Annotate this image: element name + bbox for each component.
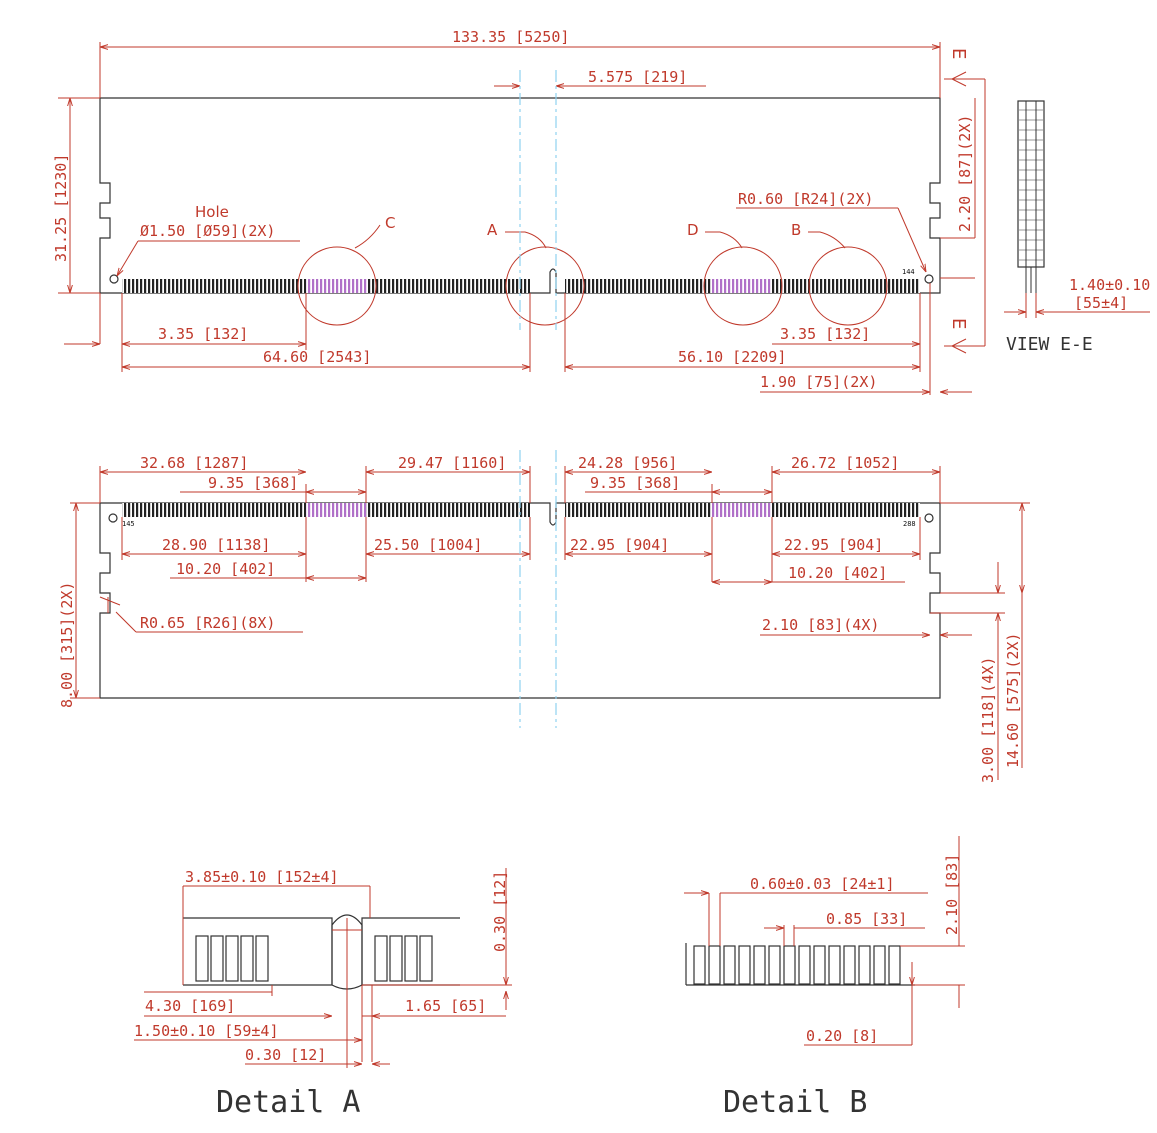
bottom-view: 145 288 32.68 [1287] 29.47 [1160] 24.28 … bbox=[58, 450, 1030, 783]
dim-right-to-key: 56.10 [2209] bbox=[678, 348, 786, 366]
dim-bottom-side-width: 2.10 [83](4X) bbox=[762, 616, 879, 634]
dim-bottom-l: 10.20 [402] bbox=[788, 564, 887, 582]
detail-a-slot: 1.50±0.10 [59±4] bbox=[134, 1022, 279, 1040]
detail-a: 3.85±0.10 [152±4] 0.30 [12] 4.30 [169] 1… bbox=[134, 868, 512, 1120]
detail-b-pitch: 0.85 [33] bbox=[826, 910, 907, 928]
dim-bottom-f: 9.35 [368] bbox=[590, 474, 680, 492]
dim-bottom-k: 10.20 [402] bbox=[176, 560, 275, 578]
detail-b-height: 2.10 [83] bbox=[943, 854, 961, 935]
detail-b-title: Detail B bbox=[723, 1085, 868, 1120]
dim-height: 31.25 [1230] bbox=[52, 154, 70, 262]
dim-bottom-h: 25.50 [1004] bbox=[374, 536, 482, 554]
detail-a-height: 0.30 [12] bbox=[491, 871, 509, 952]
bottom-hole-left bbox=[108, 513, 118, 523]
detail-a-left: 4.30 [169] bbox=[145, 997, 235, 1015]
dim-left-to-key: 64.60 [2543] bbox=[263, 348, 371, 366]
dim-bottom-c: 24.28 [956] bbox=[578, 454, 677, 472]
dim-bottom-radius: R0.65 [R26](8X) bbox=[140, 614, 275, 632]
detail-a-outline bbox=[183, 917, 460, 990]
bottom-pin-end-label: 288 bbox=[903, 520, 916, 528]
section-mark-bottom: E bbox=[948, 318, 969, 329]
top-pin-end-label: 144 bbox=[902, 268, 915, 276]
top-module-outline bbox=[99, 97, 941, 294]
top-pin-highlight-left bbox=[306, 279, 368, 293]
dim-bottom-a: 32.68 [1287] bbox=[140, 454, 248, 472]
dim-right-pin-span: 3.35 [132] bbox=[780, 325, 870, 343]
dim-bottom-g: 28.90 [1138] bbox=[162, 536, 270, 554]
callout-b: B bbox=[791, 221, 801, 239]
dim-edge-offset: 1.90 [75](2X) bbox=[760, 373, 877, 391]
dim-right-radius: R0.60 [R24](2X) bbox=[738, 190, 873, 208]
dim-thickness-mils: [55±4] bbox=[1074, 294, 1128, 312]
dim-bottom-e: 9.35 [368] bbox=[208, 474, 298, 492]
bottom-hole-right bbox=[924, 513, 934, 523]
view-e-e-label: VIEW E-E bbox=[1006, 334, 1093, 355]
bottom-pin-highlight-left bbox=[306, 503, 366, 517]
detail-a-bottom: 0.30 [12] bbox=[245, 1046, 326, 1064]
callout-d: D bbox=[687, 221, 699, 239]
callout-a: A bbox=[487, 221, 498, 239]
top-view: 144 C A D B 133.35 [5250] 5.575 [219] 31… bbox=[52, 28, 1150, 395]
detail-circle-d bbox=[703, 246, 783, 326]
dim-notch-offset: 5.575 [219] bbox=[588, 68, 687, 86]
callout-c: C bbox=[385, 214, 395, 232]
dim-bottom-j: 22.95 [904] bbox=[784, 536, 883, 554]
bottom-pin-highlight-right bbox=[712, 503, 772, 517]
detail-b-pin: 0.60±0.03 [24±1] bbox=[750, 875, 895, 893]
detail-circle-c bbox=[297, 246, 377, 326]
hole-label: Hole bbox=[195, 203, 229, 221]
detail-circle-b bbox=[808, 246, 888, 326]
dim-bottom-left-vertical: 8.00 [315](2X) bbox=[58, 582, 76, 708]
bottom-pin-start-label: 145 bbox=[122, 520, 135, 528]
dim-hole: Ø1.50 [Ø59](2X) bbox=[140, 222, 275, 240]
dim-bottom-d: 26.72 [1052] bbox=[791, 454, 899, 472]
dim-thickness: 1.40±0.10 bbox=[1069, 276, 1150, 294]
top-hole-right bbox=[924, 274, 934, 284]
detail-a-title: Detail A bbox=[216, 1085, 361, 1120]
detail-a-right: 1.65 [65] bbox=[405, 997, 486, 1015]
detail-b-bottom: 0.20 [8] bbox=[806, 1027, 878, 1045]
detail-a-width: 3.85±0.10 [152±4] bbox=[185, 868, 339, 886]
dim-overall-length: 133.35 [5250] bbox=[452, 28, 569, 46]
detail-b: 0.60±0.03 [24±1] 0.85 [33] 2.10 [83] 0.2… bbox=[684, 836, 965, 1120]
dim-side-notch: 2.20 [87](2X) bbox=[956, 115, 974, 232]
top-hole-left bbox=[109, 274, 119, 284]
dim-bottom-right-v2: 14.60 [575](2X) bbox=[1004, 633, 1022, 768]
section-view-e-e bbox=[1004, 100, 1150, 318]
section-mark-top: E bbox=[948, 48, 969, 59]
bottom-module-outline bbox=[99, 502, 941, 699]
dim-bottom-right-v1: 3.00 [118](4X) bbox=[979, 657, 997, 783]
dim-left-pin-span: 3.35 [132] bbox=[158, 325, 248, 343]
top-pin-highlight-right bbox=[712, 279, 772, 293]
dim-bottom-b: 29.47 [1160] bbox=[398, 454, 506, 472]
dim-bottom-i: 22.95 [904] bbox=[570, 536, 669, 554]
